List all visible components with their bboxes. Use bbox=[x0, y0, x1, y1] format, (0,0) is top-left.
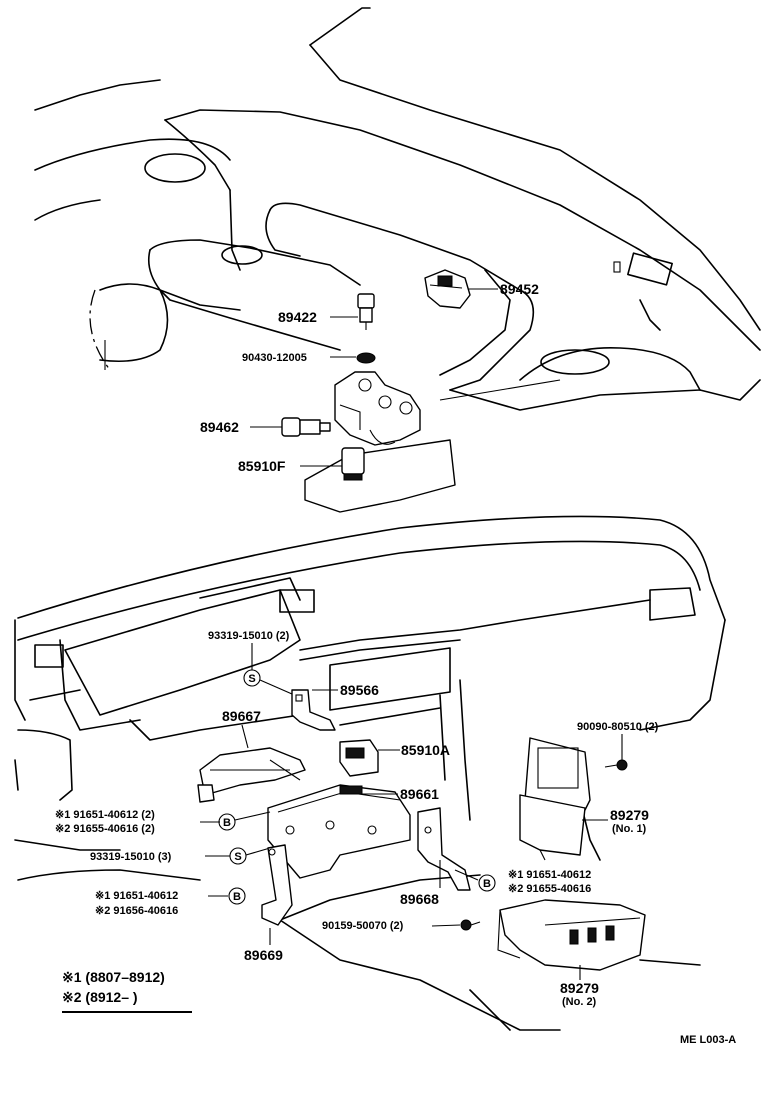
gasket-90430-12005 bbox=[330, 352, 376, 364]
label-left-91651-40612: ※1 91651-40612 bbox=[95, 890, 178, 902]
label-89462: 89462 bbox=[200, 419, 239, 435]
label-85910F: 85910F bbox=[238, 458, 286, 474]
screw-90159 bbox=[431, 919, 481, 931]
label-90090-80510-2: 90090-80510 (2) bbox=[577, 721, 659, 733]
diagram-code: ME L003-A bbox=[680, 1034, 736, 1046]
svg-text:S: S bbox=[234, 851, 241, 863]
label-93319-15010-3: 93319-15010 (3) bbox=[90, 851, 172, 863]
sensor-89422 bbox=[330, 293, 375, 330]
label-93319-15010-2: 93319-15010 (2) bbox=[208, 630, 290, 642]
svg-text:B: B bbox=[483, 878, 491, 890]
svg-text:S: S bbox=[248, 673, 255, 685]
leader-right-b bbox=[454, 869, 479, 881]
leader-s-top bbox=[259, 679, 293, 695]
legend: ※1 (8807–8912) ※2 (8912– ) bbox=[62, 969, 192, 1013]
module-89279-no1 bbox=[519, 737, 608, 861]
bracket-89566 bbox=[291, 689, 338, 731]
leader-b-to-ecu bbox=[234, 811, 271, 821]
label-89422: 89422 bbox=[278, 309, 317, 325]
dashboard-outline bbox=[14, 515, 726, 1031]
connector-85910A bbox=[339, 739, 400, 777]
legend-line-1: ※1 (8807–8912) bbox=[62, 969, 165, 985]
label-90430-12005: 90430-12005 bbox=[242, 352, 307, 364]
label-right-91651-40612: ※1 91651-40612 bbox=[508, 869, 591, 881]
label-left-91656-40616: ※2 91656-40616 bbox=[95, 905, 178, 917]
marker-b-left-2: B bbox=[228, 887, 246, 905]
marker-s-top: S bbox=[243, 669, 261, 687]
module-89279-no2 bbox=[497, 899, 646, 980]
label-89279-no2-sub: (No. 2) bbox=[562, 996, 597, 1008]
svg-text:B: B bbox=[223, 817, 231, 829]
sensor-89452 bbox=[424, 269, 498, 309]
switch-85910F bbox=[300, 439, 456, 513]
label-89667: 89667 bbox=[222, 708, 261, 724]
bracket-89667 bbox=[197, 747, 306, 803]
marker-b-left-1: B bbox=[218, 813, 236, 831]
label-89279-no2: 89279 bbox=[560, 980, 599, 996]
fitting-block bbox=[334, 371, 421, 446]
label-90159-50070-2: 90159-50070 (2) bbox=[322, 920, 404, 932]
marker-b-right: B bbox=[478, 874, 496, 892]
sensor-89462 bbox=[250, 417, 331, 437]
svg-text:B: B bbox=[233, 891, 241, 903]
screw-90090 bbox=[604, 759, 628, 771]
label-89452: 89452 bbox=[500, 281, 539, 297]
leader-89667 bbox=[241, 724, 249, 749]
legend-line-2: ※2 (8912– ) bbox=[62, 989, 138, 1005]
air-intake-ducts bbox=[89, 202, 535, 391]
label-left-91651-40612-2: ※1 91651-40612 (2) bbox=[55, 809, 155, 821]
label-left-91655-40616-2: ※2 91655-40616 (2) bbox=[55, 823, 155, 835]
label-89279-no1: 89279 bbox=[610, 807, 649, 823]
label-right-91655-40616: ※2 91655-40616 bbox=[508, 883, 591, 895]
label-89566: 89566 bbox=[340, 682, 379, 698]
label-89668: 89668 bbox=[400, 891, 439, 907]
engine-bay-outline bbox=[34, 7, 761, 411]
label-89669: 89669 bbox=[244, 947, 283, 963]
label-85910A: 85910A bbox=[401, 742, 450, 758]
label-89279-no1-sub: (No. 1) bbox=[612, 823, 647, 835]
label-89661: 89661 bbox=[400, 786, 439, 802]
bracket-89669 bbox=[261, 844, 293, 945]
ecu-89661 bbox=[267, 784, 411, 879]
leader-s-lower bbox=[245, 847, 271, 856]
marker-s-lower: S bbox=[229, 847, 247, 865]
bracket-89668 bbox=[417, 807, 471, 891]
